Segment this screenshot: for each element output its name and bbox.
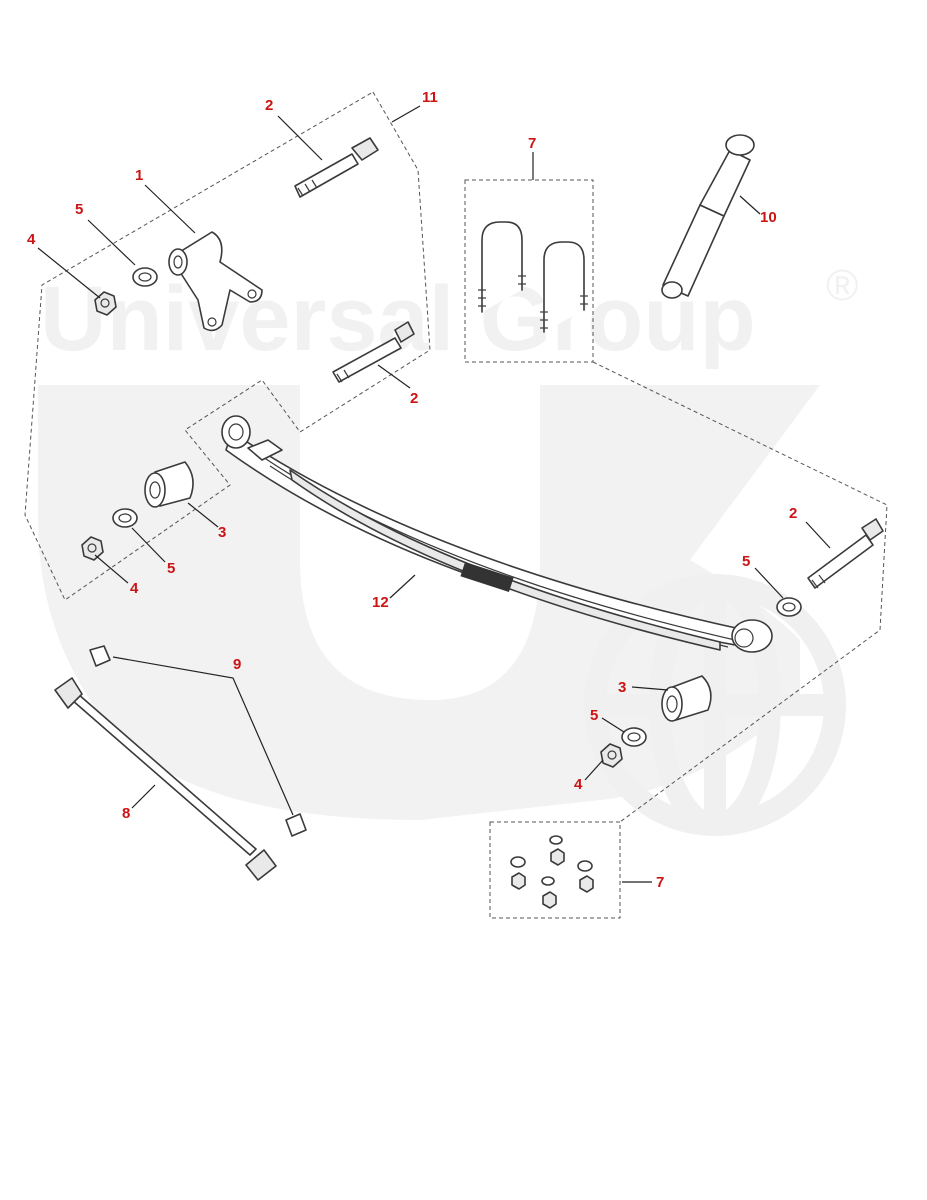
hardware-box-outline (489, 821, 621, 919)
watermark-text: Universal Group (40, 268, 756, 370)
bushing-part-3-left (144, 461, 194, 508)
callout-labels: 2 11 1 5 4 7 10 2 3 5 4 12 2 5 9 3 5 4 8… (27, 89, 797, 891)
callout-3-left: 3 (218, 524, 226, 541)
nut-part-4-topleft (94, 291, 117, 316)
callout-7-ubolts: 7 (528, 135, 536, 152)
bushing-part-9-top (89, 645, 111, 667)
callout-12: 12 (372, 594, 389, 611)
callout-7-hardware: 7 (656, 874, 664, 891)
callout-3-right: 3 (618, 679, 626, 696)
nut-part-4-right (600, 743, 623, 768)
callout-5-right-lower: 5 (590, 707, 598, 724)
callout-1: 1 (135, 167, 143, 184)
callout-4-left: 4 (130, 580, 139, 597)
bushing-part-9-bottom (285, 813, 307, 837)
shackle-part-1 (168, 231, 263, 332)
ubolt-box-outline (464, 179, 594, 363)
watermark-logo (38, 385, 820, 820)
link-bar-part-8 (54, 677, 277, 881)
washer-part-5-right-lower (621, 727, 647, 747)
washer-part-5-right-upper (776, 597, 802, 617)
shackle-kit-outline (24, 91, 431, 601)
u-bolts-part-7 (478, 221, 588, 333)
callout-5-right-upper: 5 (742, 553, 750, 570)
callout-2-middle: 2 (410, 390, 418, 407)
callout-9: 9 (233, 656, 241, 673)
right-kit-outline (592, 361, 888, 823)
leaf-spring-part-12 (221, 415, 773, 653)
washer-part-5-topleft (132, 267, 158, 287)
callout-4-right: 4 (574, 776, 583, 793)
callout-8: 8 (122, 805, 130, 822)
washer-part-5-left (112, 508, 138, 528)
bolt-part-2-top (294, 137, 379, 198)
callout-2-right: 2 (789, 505, 797, 522)
callout-2-top: 2 (265, 97, 273, 114)
callout-5-topleft: 5 (75, 201, 83, 218)
callout-11: 11 (422, 89, 438, 106)
bushing-part-3-right (661, 675, 712, 722)
bolt-part-2-right (807, 518, 884, 589)
nut-part-4-left (81, 536, 104, 561)
shock-absorber-part-10 (661, 134, 755, 299)
callout-4-topleft: 4 (27, 231, 36, 248)
watermark-registered: ® (826, 261, 858, 310)
callout-10: 10 (760, 209, 777, 226)
leader-lines (37, 105, 831, 883)
callout-5-left: 5 (167, 560, 175, 577)
hardware-kit-part-7 (510, 835, 594, 909)
bolt-part-2-middle (332, 321, 415, 383)
